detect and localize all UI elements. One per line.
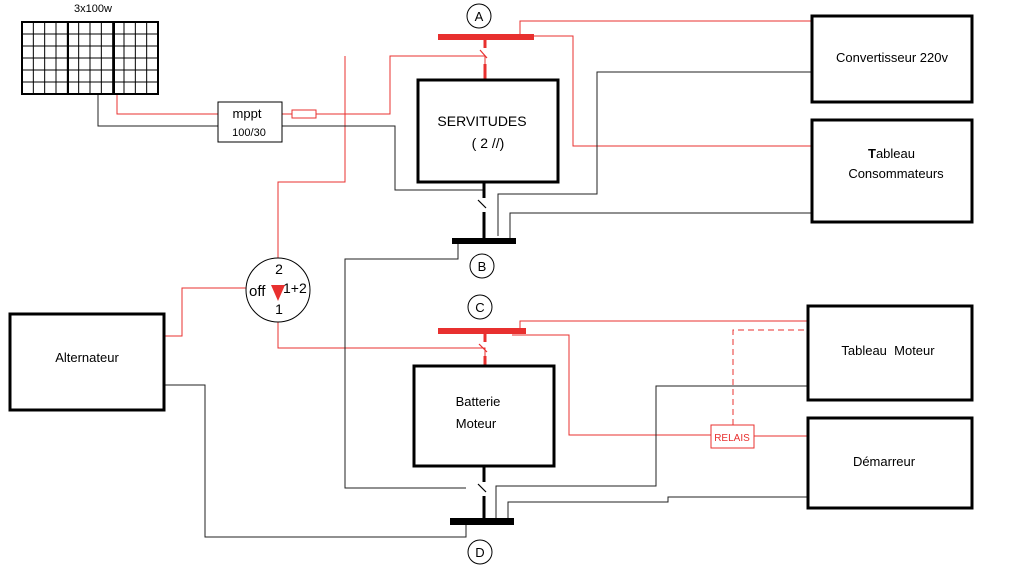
wire-bus-c-to-relais <box>512 334 711 436</box>
batterie-moteur-line2: Moteur <box>456 416 497 431</box>
relais-label: RELAIS <box>714 433 750 444</box>
tableau-consommateurs-line2: Consommateurs <box>848 166 944 181</box>
mppt-controller: mppt 100/30 <box>217 101 283 143</box>
selector-pointer-icon <box>271 285 285 301</box>
batterie-moteur-line1: Batterie <box>456 394 501 409</box>
wire-selector-to-bus-c <box>277 322 486 360</box>
tableau-moteur-label: Tableau Moteur <box>841 343 935 358</box>
convertisseur-label: Convertisseur 220v <box>836 50 948 65</box>
solar-panel: 3x100w <box>21 3 159 95</box>
wire-panel-negative <box>97 94 218 127</box>
solar-panel-label: 3x100w <box>74 3 112 15</box>
wire-bus-c-to-tableau-moteur <box>519 320 808 332</box>
wire-bus-a-to-selector <box>277 56 346 258</box>
selector-position-2: 2 <box>275 261 283 277</box>
mppt-rating: 100/30 <box>232 127 266 139</box>
demarreur-label: Démarreur <box>853 454 916 469</box>
tableau-consommateurs-initial: T <box>868 146 876 161</box>
bus-a: A <box>438 3 534 80</box>
bus-c: C <box>438 294 526 366</box>
wire-mppt-to-bus-a <box>282 55 486 115</box>
relais: RELAIS <box>710 424 755 449</box>
batterie-moteur: Batterie Moteur <box>412 364 556 468</box>
fuse-icon <box>291 109 317 119</box>
wire-relais-control <box>732 329 808 425</box>
demarreur: Démarreur <box>806 416 974 510</box>
wire-bus-a-to-convertisseur <box>519 20 812 40</box>
tableau-consommateurs: Tableau Consommateurs <box>810 118 974 224</box>
negative-wiring <box>97 71 812 538</box>
bus-d-label: D <box>475 545 484 560</box>
battery-selector-switch: 2 off 1+2 1 <box>245 257 311 323</box>
wire-bus-b-to-convertisseur <box>497 71 812 236</box>
mppt-label: mppt <box>233 106 262 121</box>
bus-d: D <box>450 466 514 565</box>
wire-bus-b-to-tableau-consommateurs <box>509 212 812 238</box>
wire-alternateur-to-selector <box>164 287 248 337</box>
bus-c-label: C <box>475 300 484 315</box>
tableau-moteur: Tableau Moteur <box>806 304 974 402</box>
bus-b: B <box>452 182 516 279</box>
bus-b-label: B <box>478 259 487 274</box>
bus-a-label: A <box>475 9 484 24</box>
selector-position-off: off <box>249 283 266 300</box>
alternateur: Alternateur <box>8 312 166 412</box>
tableau-consommateurs-word: ableau <box>876 146 915 161</box>
wire-bus-d-to-tableau-moteur <box>495 385 808 518</box>
servitudes-battery: SERVITUDES ( 2 //) <box>416 78 560 184</box>
wire-bus-b-to-bus-d <box>344 243 466 489</box>
positive-wiring <box>116 20 812 437</box>
tableau-consommateurs-line1: Tableau <box>868 146 915 161</box>
selector-position-1: 1 <box>275 301 283 317</box>
wire-mppt-negative <box>282 125 484 191</box>
servitudes-label: SERVITUDES <box>437 113 526 129</box>
wire-panel-to-mppt <box>116 94 218 115</box>
alternateur-label: Alternateur <box>55 350 119 365</box>
convertisseur-220v: Convertisseur 220v <box>810 14 974 104</box>
wire-alternateur-negative <box>164 384 467 538</box>
servitudes-count: ( 2 //) <box>472 135 505 151</box>
selector-position-1-2: 1+2 <box>283 280 307 296</box>
wire-bus-d-to-demarreur <box>507 496 808 518</box>
wire-bus-a-to-tableau-consommateurs <box>533 35 812 147</box>
